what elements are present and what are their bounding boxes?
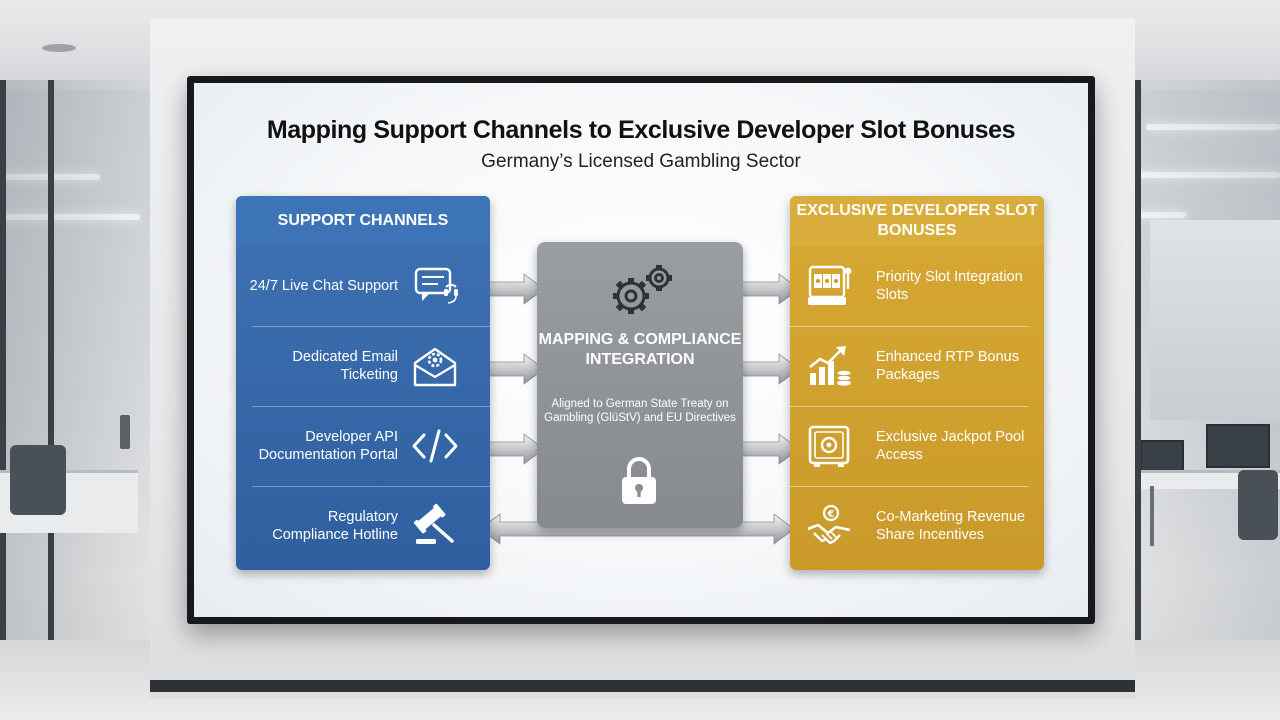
padlock-icon <box>622 457 656 504</box>
ceiling-light <box>1136 212 1186 218</box>
handshake-euro-icon: € <box>807 504 851 545</box>
bonus-item-label: Enhanced RTP Bonus Packages <box>876 349 1019 383</box>
glass-frame <box>48 80 54 640</box>
slide-title: Mapping Support Channels to Exclusive De… <box>266 116 1016 144</box>
chat-headset-icon <box>414 267 458 304</box>
support-channels-heading: SUPPORT CHANNELS <box>236 196 490 246</box>
code-brackets-icon <box>412 429 458 463</box>
email-gear-icon <box>413 347 457 387</box>
office-monitor <box>1140 440 1184 474</box>
bonus-item-label: Co-Marketing Revenue Share Incentives <box>876 509 1026 543</box>
glass-partition-left <box>0 80 150 640</box>
glass-frame <box>1135 80 1141 640</box>
support-item-label: 24/7 Live Chat Support <box>249 278 398 294</box>
support-item-email: Dedicated Email Ticketing <box>236 326 490 406</box>
door-handle <box>120 415 130 449</box>
back-office-wall <box>1150 220 1280 420</box>
bonus-item-label: Exclusive Jackpot Pool Access <box>876 429 1025 463</box>
support-item-label: Regulatory Compliance Hotline <box>272 509 398 543</box>
office-monitor <box>1206 424 1270 468</box>
bonus-item-jackpot-pool: Exclusive Jackpot Pool Access <box>790 406 1044 486</box>
developer-bonuses-card: EXCLUSIVE DEVELOPER SLOT BONUSES Priorit… <box>790 196 1044 570</box>
infographic-slide: Mapping Support Channels to Exclusive De… <box>194 83 1088 617</box>
bonus-item-enhanced-rtp: Enhanced RTP Bonus Packages <box>790 326 1044 406</box>
ceiling-light <box>0 214 140 220</box>
slide-subtitle: Germany’s Licensed Gambling Sector <box>481 151 801 172</box>
ceiling-sprinkler <box>42 44 76 52</box>
slot-machine-icon <box>808 265 852 305</box>
support-item-label: Developer API Documentation Portal <box>258 429 398 463</box>
bonus-item-co-marketing: € Co-Marketing Revenue Share Incentives <box>790 486 1044 566</box>
bonuses-heading: EXCLUSIVE DEVELOPER SLOT BONUSES <box>790 196 1044 246</box>
ceiling-light <box>1136 172 1280 178</box>
center-title: MAPPING & COMPLIANCE INTEGRATION <box>538 331 742 368</box>
gavel-icon <box>413 503 454 544</box>
bonus-item-priority-slot: Priority Slot Integration Slots <box>790 246 1044 326</box>
gears-icon <box>613 265 672 314</box>
support-item-live-chat: 24/7 Live Chat Support <box>236 246 490 326</box>
bonus-item-label: Priority Slot Integration Slots <box>876 269 1023 303</box>
mapping-compliance-card: MAPPING & COMPLIANCE INTEGRATION Aligned… <box>537 242 743 528</box>
glass-frame <box>0 80 6 640</box>
vault-icon <box>808 425 850 467</box>
desk-leg <box>1150 486 1154 546</box>
wall-baseboard <box>150 680 1135 692</box>
office-chair <box>1238 470 1278 540</box>
growth-chart-coins-icon <box>809 346 852 386</box>
support-channels-card: SUPPORT CHANNELS 24/7 Live Chat Support … <box>236 196 490 570</box>
ceiling-light <box>1146 124 1280 130</box>
office-chair <box>10 445 66 515</box>
center-compliance-note: Aligned to German State Treaty on Gambli… <box>544 398 736 424</box>
svg-text:€: € <box>827 509 835 520</box>
support-item-label: Dedicated Email Ticketing <box>292 349 398 383</box>
support-item-api-docs: Developer API Documentation Portal <box>236 406 490 486</box>
support-item-compliance-hotline: Regulatory Compliance Hotline <box>236 486 490 566</box>
